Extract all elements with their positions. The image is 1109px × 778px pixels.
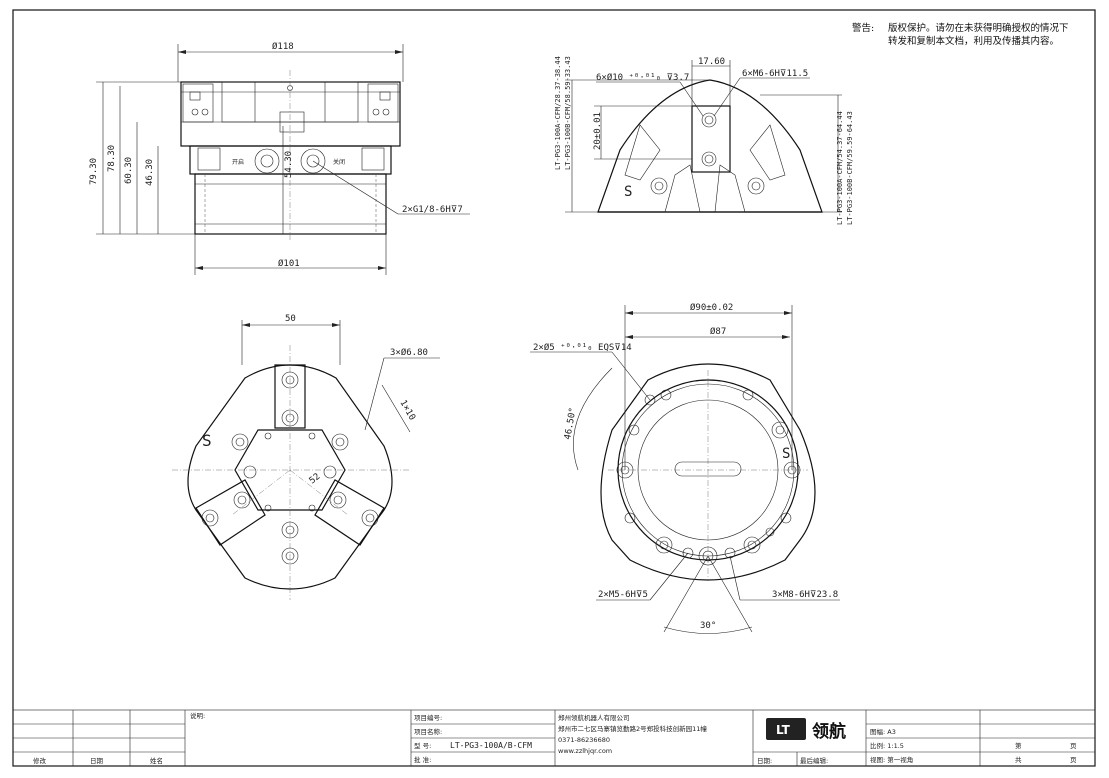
top-bolt-dim: 1×10 (397, 399, 417, 423)
total-unit: 页 (1070, 756, 1077, 764)
bottom-dia-inner: Ø87 (710, 326, 726, 337)
svg-text:S: S (202, 431, 212, 450)
front-height-1: 79.30 (89, 158, 99, 185)
front-dia-bottom: Ø101 (278, 258, 300, 269)
rev-col-name: 姓名 (150, 756, 163, 765)
front-dia-top: Ø118 (272, 41, 294, 52)
company-address: 郑州市二七区马寨镇览勤路2号郑投科技创新园11幢 (558, 724, 707, 733)
total-label: 共 (1015, 755, 1022, 764)
bottom-pin-callout: 2×Ø5 ⁺⁰·⁰¹₀ EQS⊽14 (533, 342, 632, 353)
brand-logo (766, 718, 806, 740)
top-view: S 50 3×Ø6.80 1×10 52 (172, 314, 440, 600)
bottom-dia-outer: Ø90±0.02 (690, 302, 733, 313)
side-view: S 20±0.01 LT-PG3-100A-CFM/28.37-38.44 LT… (554, 56, 854, 225)
last-edit-label: 最后编辑: (800, 756, 828, 765)
date-label: 日期: (757, 757, 772, 765)
bottom-m5-callout: 2×M5-6H⊽5 (598, 590, 648, 600)
front-height-3: 60.30 (124, 157, 134, 184)
model-value: LT-PG3-100A/B-CFM (450, 741, 532, 750)
side-vert-right-2: LT-PG3-100B-CFM/59.59-64.43 (846, 111, 854, 225)
top-holes-callout: 3×Ø6.80 (390, 347, 428, 358)
side-vert-left-1: LT-PG3-100A-CFM/28.37-38.44 (554, 56, 562, 170)
side-vert-left-2: LT-PG3-100B-CFM/58.59-33.43 (564, 56, 572, 170)
brand-name: 领航 (812, 721, 846, 742)
side-small-dim: 20±0.01 (593, 112, 603, 150)
port-close-label: 关闭 (333, 158, 345, 166)
rev-col-modify: 修改 (33, 756, 47, 765)
approve-label: 批 准: (414, 755, 431, 764)
notes-label: 说明: (190, 711, 205, 720)
company-phone: 0371-86236680 (558, 736, 610, 744)
side-top-dim: 17.60 (698, 57, 725, 67)
view-label: 视图: 第一视角 (870, 755, 913, 764)
top-center-dim: 52 (308, 472, 323, 487)
scale-label: 比例: 1:1.5 (870, 741, 904, 750)
company-name: 郑州领航机器人有限公司 (558, 713, 630, 722)
warning-line-2: 转发和复制本文档，利用及传播其内容。 (888, 36, 1060, 47)
side-hole-b: 6×M6-6H⊽11.5 (742, 69, 808, 79)
project-no-label: 项目编号: (414, 713, 442, 722)
brand-logo-text: LT (776, 723, 791, 737)
bottom-view: S Ø90±0.02 Ø87 2×Ø5 ⁺⁰·⁰¹₀ EQS⊽14 46.50°… (530, 302, 840, 634)
bottom-angle-2: 30° (700, 621, 716, 631)
svg-text:S: S (624, 184, 632, 200)
warning-label: 警告: (852, 23, 875, 34)
copyright-warning: 警告: 版权保护。请勿在未获得明确授权的情况下 转发和复制本文档，利用及传播其内容… (852, 22, 1092, 48)
side-hole-a: 6×Ø10 ⁺⁰·⁰¹₀ ⊽3.7 (596, 72, 689, 83)
company-web: www.zzlhjqr.com (558, 747, 612, 755)
title-block: 修改 日期 姓名 说明: 项目编号: 项目名称: 型 号: LT-PG3-100… (12, 709, 1096, 767)
front-height-5: 54.30 (284, 151, 294, 178)
bottom-m8-callout: 3×M8-6H⊽23.8 (772, 590, 838, 600)
page-label: 第 (1015, 741, 1022, 750)
front-height-4: 46.30 (145, 159, 155, 186)
rev-col-date: 日期 (90, 757, 104, 765)
model-label: 型 号: (414, 741, 431, 750)
svg-text:S: S (782, 446, 790, 462)
front-height-2: 78.30 (107, 145, 117, 172)
page-unit: 页 (1070, 742, 1077, 750)
port-open-label: 开启 (232, 158, 244, 166)
project-name-label: 项目名称: (414, 727, 442, 736)
front-port-callout: 2×G1/8-6H⊽7 (402, 205, 463, 215)
side-vert-right-1: LT-PG3-100A-CFM/54.37-64.44 (836, 111, 844, 225)
warning-line-1: 版权保护。请勿在未获得明确授权的情况下 (888, 23, 1069, 34)
front-view: Ø118 开启 关闭 (89, 41, 470, 275)
top-width-dim: 50 (285, 314, 296, 324)
sheet-size-label: 图幅: A3 (870, 727, 896, 736)
